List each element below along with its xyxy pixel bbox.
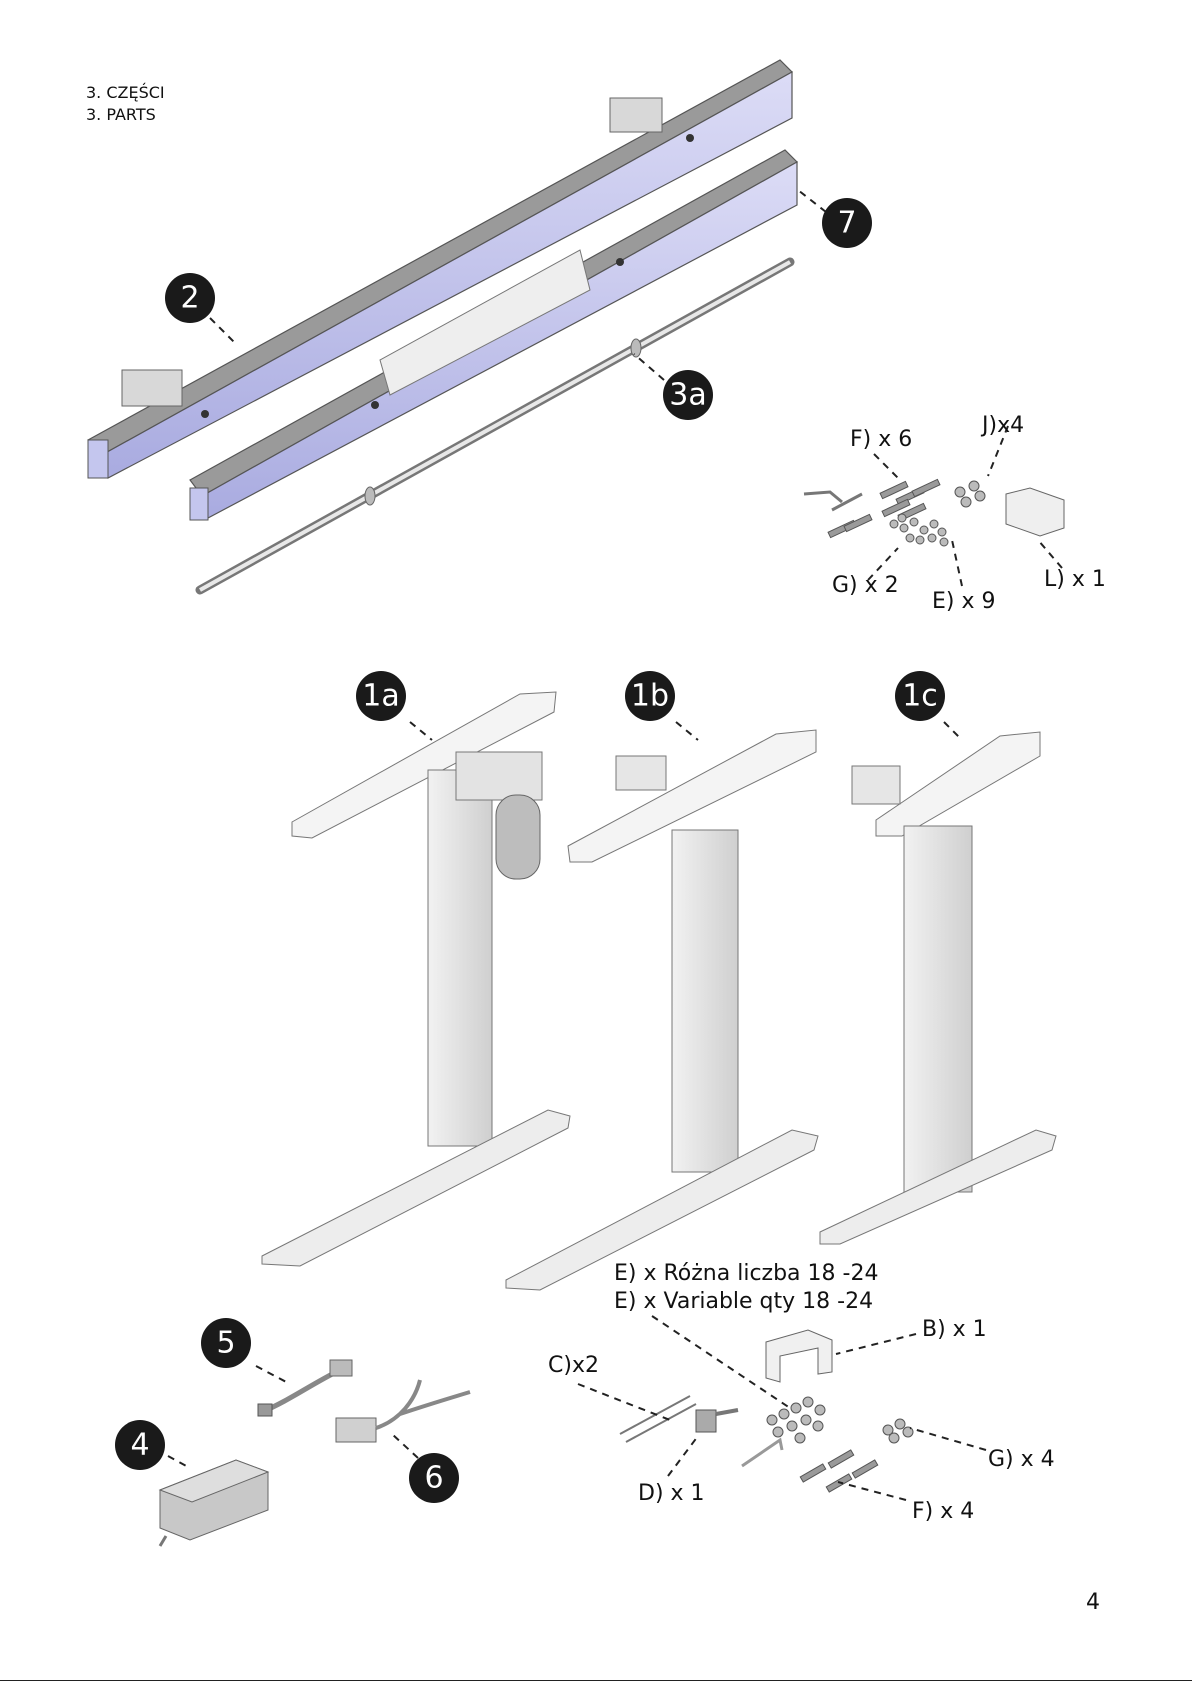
badge-5-label: 5 (216, 1326, 235, 1361)
label-g-x4: G) x 4 (988, 1447, 1055, 1472)
badge-1c: 1c (895, 671, 945, 721)
badge-7-label: 7 (837, 206, 856, 241)
badge-1a-label: 1a (362, 679, 399, 714)
badge-4: 4 (115, 1420, 165, 1470)
badge-5: 5 (201, 1318, 251, 1368)
badge-3a: 3a (663, 370, 713, 420)
leg-part-1c (820, 732, 1056, 1244)
badge-1c-label: 1c (902, 679, 938, 714)
label-l-x1: L) x 1 (1044, 567, 1106, 592)
badge-6-label: 6 (424, 1461, 443, 1496)
badge-3a-label: 3a (669, 378, 706, 413)
footer-rule (0, 1680, 1192, 1681)
label-c-x2: C)x2 (548, 1353, 599, 1378)
leg-part-1b (506, 730, 818, 1290)
label-e-variable-en: E) x Variable qty 18 -24 (614, 1289, 873, 1314)
badge-2: 2 (165, 273, 215, 323)
badge-1a: 1a (356, 671, 406, 721)
leg-part-1a (262, 692, 570, 1266)
hardware-cluster-top (804, 479, 1064, 546)
power-supply-part-4 (160, 1460, 268, 1546)
label-e-x9: E) x 9 (932, 589, 996, 614)
label-d-x1: D) x 1 (638, 1481, 705, 1506)
badge-4-label: 4 (130, 1428, 149, 1463)
badge-1b: 1b (625, 671, 675, 721)
badge-2-label: 2 (180, 281, 199, 316)
label-j-x4: J)x4 (980, 413, 1024, 438)
hardware-cluster-bottom (620, 1330, 913, 1492)
control-box-part-6 (336, 1380, 470, 1442)
label-b-x1: B) x 1 (922, 1317, 987, 1342)
page-number: 4 (1086, 1590, 1100, 1615)
label-f-x4: F) x 4 (912, 1499, 974, 1524)
badge-1b-label: 1b (631, 679, 669, 714)
badge-7: 7 (822, 198, 872, 248)
cable-part-5 (258, 1360, 352, 1416)
badge-6: 6 (409, 1453, 459, 1503)
label-f-x6: F) x 6 (850, 427, 912, 452)
label-g-x2: G) x 2 (832, 573, 899, 598)
label-e-variable-pl: E) x Różna liczba 18 -24 (614, 1261, 878, 1286)
